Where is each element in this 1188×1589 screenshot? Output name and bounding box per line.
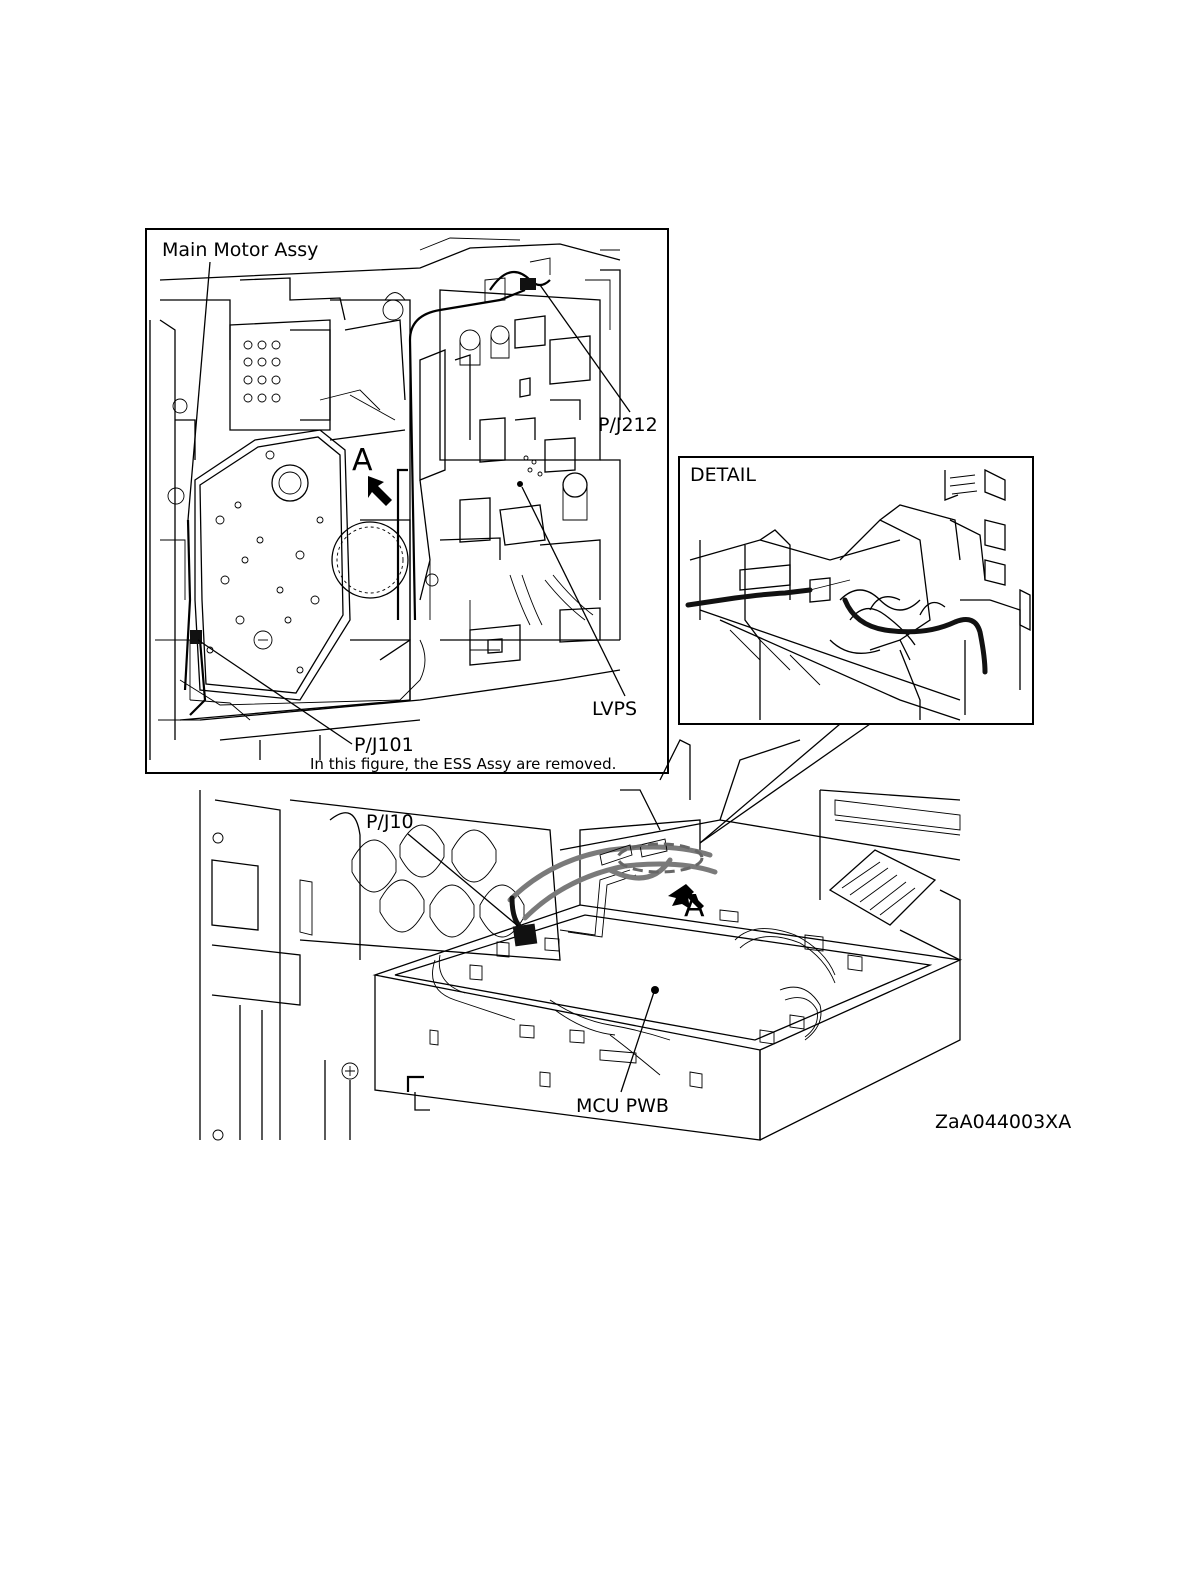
label-arrow-a-inset: A bbox=[352, 443, 373, 478]
inset-main-drawing bbox=[150, 238, 620, 760]
leader-pj10 bbox=[408, 834, 518, 926]
label-pj101: P/J101 bbox=[354, 734, 414, 756]
leader-mcu bbox=[621, 992, 654, 1092]
label-mcu-pwb: MCU PWB bbox=[576, 1095, 669, 1117]
label-lvps: LVPS bbox=[592, 698, 637, 720]
leader-lvps bbox=[522, 487, 625, 696]
inset-detail-drawing bbox=[688, 470, 1030, 720]
leader-pj212 bbox=[540, 285, 630, 412]
label-main-motor-assy: Main Motor Assy bbox=[162, 239, 318, 261]
callout-line-1 bbox=[700, 724, 840, 843]
inset-note: In this figure, the ESS Assy are removed… bbox=[310, 755, 616, 773]
label-pj10: P/J10 bbox=[366, 811, 414, 833]
callout-line-2 bbox=[700, 724, 870, 843]
main-view-drawing bbox=[200, 740, 960, 1140]
label-pj212: P/J212 bbox=[598, 414, 658, 436]
inset-main-frame bbox=[146, 229, 668, 773]
detail-title: DETAIL bbox=[690, 464, 756, 486]
figure-id: ZaA044003XA bbox=[935, 1111, 1071, 1133]
label-arrow-a-main: A bbox=[684, 889, 705, 924]
